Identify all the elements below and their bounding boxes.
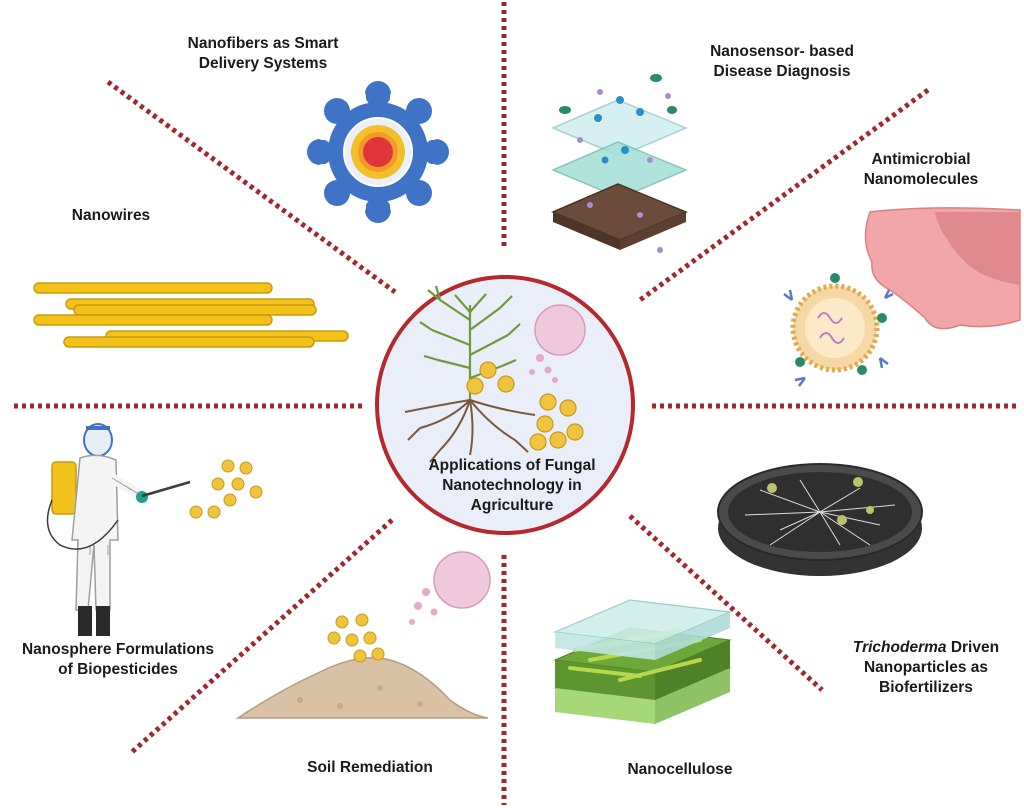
label-trichoderma-line3: Biofertilizers [879,679,973,696]
divider-lines [14,2,1020,805]
label-antimicrobial: Antimicrobial Nanomolecules [836,150,1006,190]
spore-bubble-icon [534,304,586,356]
label-soil-remediation: Soil Remediation [307,759,433,776]
nanosensor-layers-icon [551,74,688,253]
petri-dish-icon [717,463,923,576]
label-nanosphere-line1: Nanosphere Formulations [21,641,215,658]
nanofiber-gear-icon [307,81,449,223]
sprayer-person-icon [46,423,263,636]
label-nanosensor-line2: Disease Diagnosis [713,63,851,80]
nanocellulose-icon [552,599,733,724]
label-nanosensor: Nanosensor- based Disease Diagnosis [672,42,892,82]
antimicrobial-icon [783,207,1021,387]
center-title-line1: Applications of Fungal [428,457,596,474]
label-trichoderma: Trichoderma Driven Nanoparticles as Biof… [836,638,1016,698]
label-antimicrobial-line2: Nanomolecules [863,171,979,188]
center-title-line2: Nanotechnology in [442,477,582,494]
label-antimicrobial-line1: Antimicrobial [871,151,971,168]
divider-top-right [638,87,930,303]
label-trichoderma-rest: Driven [946,639,1000,656]
plant-icon [419,285,521,400]
divider-bottom-right [628,514,824,692]
center-title: Applications of Fungal Nanotechnology in… [392,456,632,516]
label-nanosensor-line1: Nanosensor- based [710,43,854,60]
label-trichoderma-italic: Trichoderma [852,639,947,656]
label-nanosphere-line2: of Biopesticides [58,661,178,678]
nanowires-icon [33,282,349,348]
divider-bottom-left [130,518,394,754]
nanoparticle-cluster [466,361,584,451]
label-nanofibers: Nanofibers as Smart Delivery Systems [158,34,368,74]
label-nanofibers-line1: Nanofibers as Smart [187,35,339,52]
label-nanosphere: Nanosphere Formulations of Biopesticides [0,640,236,680]
label-nanowires: Nanowires [71,207,151,224]
divider-top-left [106,79,397,295]
label-nanocellulose: Nanocellulose [627,761,733,778]
label-trichoderma-line1: Trichoderma Driven [836,638,1016,658]
roots-icon [404,399,536,463]
soil-mound-icon [235,551,491,719]
label-trichoderma-line2: Nanoparticles as [863,659,989,676]
center-title-line3: Agriculture [470,497,554,514]
center-circle [375,275,635,535]
label-nanofibers-line2: Delivery Systems [198,55,328,72]
